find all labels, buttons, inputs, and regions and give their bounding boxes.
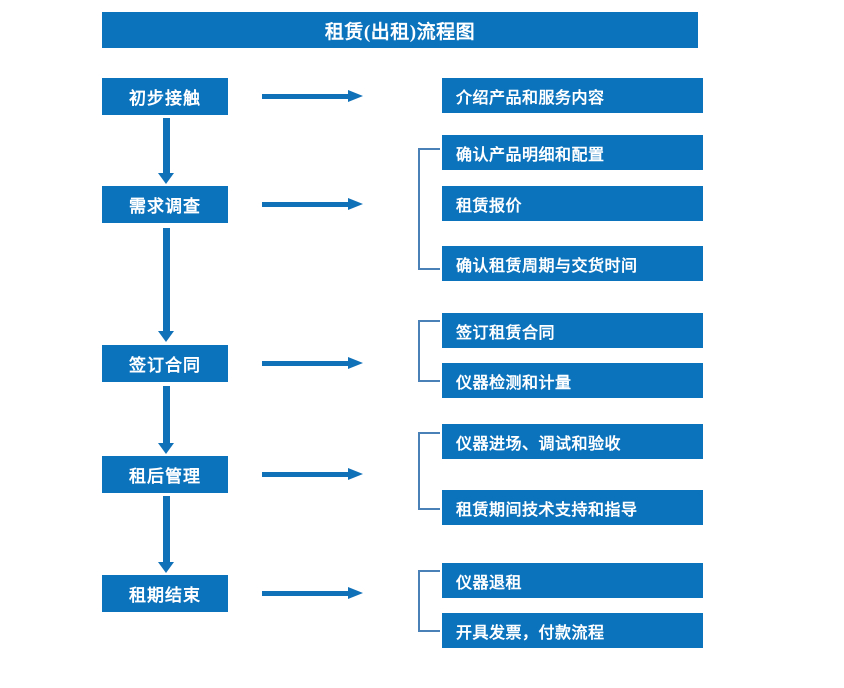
detail-box-invoice-payment[interactable]: 开具发票，付款流程 — [442, 613, 703, 648]
branch-arrow-5 — [262, 587, 363, 600]
detail-box-introduce-products[interactable]: 介绍产品和服务内容 — [442, 78, 703, 113]
stage-box-demand-survey[interactable]: 需求调查 — [102, 186, 228, 223]
bracket-connector-group2 — [418, 148, 440, 270]
flow-arrow-down-4 — [158, 496, 175, 573]
branch-arrow-2 — [262, 198, 363, 211]
bracket-connector-group3 — [418, 320, 440, 382]
stage-box-sign-contract[interactable]: 签订合同 — [102, 345, 228, 382]
flow-arrow-down-2 — [158, 228, 175, 342]
detail-box-instrument-delivery[interactable]: 仪器进场、调试和验收 — [442, 424, 703, 459]
stage-box-lease-end[interactable]: 租期结束 — [102, 575, 228, 612]
branch-arrow-1 — [262, 90, 363, 103]
flow-arrow-down-3 — [158, 386, 175, 454]
detail-box-instrument-return[interactable]: 仪器退租 — [442, 563, 703, 598]
branch-arrow-3 — [262, 357, 363, 370]
stage-box-initial-contact[interactable]: 初步接触 — [102, 78, 228, 115]
stage-box-post-rental-mgmt[interactable]: 租后管理 — [102, 456, 228, 493]
detail-box-confirm-lease-period[interactable]: 确认租赁周期与交货时间 — [442, 246, 703, 281]
detail-box-sign-lease-contract[interactable]: 签订租赁合同 — [442, 313, 703, 348]
branch-arrow-4 — [262, 468, 363, 481]
chart-title: 租赁(出租)流程图 — [102, 12, 698, 48]
detail-box-technical-support[interactable]: 租赁期间技术支持和指导 — [442, 490, 703, 525]
detail-box-rental-quotation[interactable]: 租赁报价 — [442, 186, 703, 221]
detail-box-confirm-product-spec[interactable]: 确认产品明细和配置 — [442, 135, 703, 170]
detail-box-instrument-inspection[interactable]: 仪器检测和计量 — [442, 363, 703, 398]
bracket-connector-group5 — [418, 570, 440, 632]
flow-arrow-down-1 — [158, 118, 175, 184]
bracket-connector-group4 — [418, 432, 440, 510]
